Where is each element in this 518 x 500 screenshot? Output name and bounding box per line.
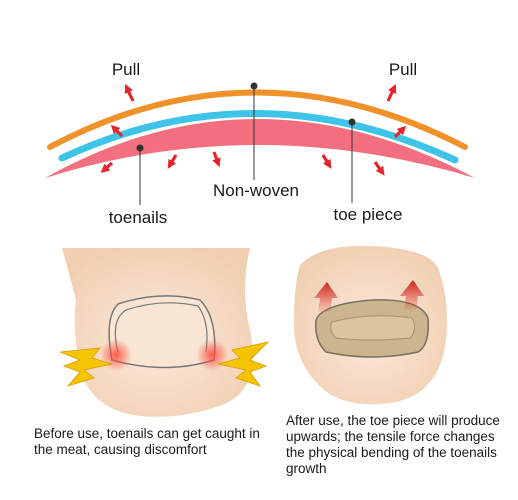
pain-glow-left (100, 339, 132, 371)
pain-spark-left-icon (59, 347, 113, 387)
up-arrow-left-icon (314, 282, 338, 312)
non-woven-label: Non-woven (213, 181, 299, 200)
non-woven-layer (47, 89, 468, 150)
before-use-illustration (59, 248, 270, 417)
leader-dots (136, 82, 356, 152)
pain-glow-right (196, 339, 228, 371)
toe-piece-patch (330, 315, 416, 341)
toenail-before-edge (114, 302, 208, 353)
after-use-caption: After use, the toe piece will produce up… (286, 413, 500, 476)
toenails-label: toenails (109, 208, 168, 227)
pull-label-right: Pull (389, 60, 417, 79)
push-down-arrows (100, 151, 385, 176)
pull-label-left: Pull (112, 60, 140, 79)
toe-piece-label: toe piece (334, 205, 403, 224)
leader-lines (139, 86, 353, 205)
before-use-caption: Before use, toenails can get caught in t… (34, 426, 260, 457)
after-use-illustration (293, 245, 447, 405)
up-arrow-right-icon (400, 280, 424, 310)
pull-arrows (110, 83, 407, 139)
pain-spark-right-icon (217, 341, 270, 387)
toenail-before (108, 295, 216, 369)
toenail-layer (45, 119, 475, 178)
layer-arc-diagram: Pull Pull Non-woven toenails toe piece (45, 60, 475, 227)
toe-piece-layer (58, 110, 459, 164)
